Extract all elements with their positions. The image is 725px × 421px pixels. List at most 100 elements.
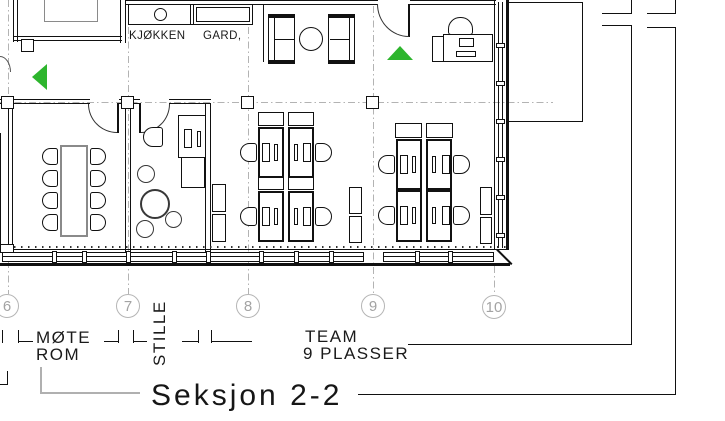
keyboard-icon (456, 51, 476, 57)
wall-segment (494, 0, 496, 250)
extent-tick (133, 330, 135, 343)
cpu-icon (294, 144, 298, 161)
wall-segment-thick (0, 263, 510, 267)
frame-line-inner-bottom (408, 344, 632, 346)
extent-line (133, 341, 147, 343)
monitor-icon (442, 155, 450, 174)
grid-bubble-6: 6 (0, 294, 19, 318)
cpu-icon (412, 207, 416, 224)
wall-segment (169, 99, 211, 104)
kitchen-label: KJØKKEN (129, 30, 186, 42)
wall-segment (602, 13, 632, 15)
sofa-armrest (328, 60, 355, 64)
grid-marker-square (21, 39, 34, 52)
meeting-chair (42, 192, 58, 209)
desk-shelf (395, 123, 422, 138)
window-mullion (126, 251, 131, 263)
cabinet (480, 217, 492, 244)
grid-bubble-7: 7 (116, 294, 140, 318)
wardrobe-cabinet (196, 7, 250, 22)
sofa-back-line (349, 17, 350, 62)
cabinet (212, 214, 226, 242)
desk-chair (378, 155, 395, 174)
sofa-armrest (328, 14, 355, 18)
door-arc (0, 56, 11, 72)
window-mullion (496, 119, 505, 124)
extent-tick (7, 371, 9, 385)
meeting-chair (90, 170, 106, 187)
wall-segment (509, 2, 583, 4)
grid-bubble-8: 8 (236, 294, 260, 318)
cpu-icon (432, 156, 436, 173)
window-mullion (82, 251, 87, 263)
meeting-chair (42, 148, 58, 165)
window-mullion (496, 81, 505, 86)
desk (288, 191, 314, 242)
grid-bubble-10: 10 (482, 295, 506, 319)
door-leaf (139, 103, 141, 133)
sink-icon (154, 8, 167, 21)
desk-shelf (258, 112, 284, 126)
grid-line-7 (128, 27, 129, 294)
frame-line-inner-vertical (631, 25, 633, 345)
grid-line-10 (494, 266, 495, 294)
wall-segment (0, 133, 2, 249)
sofa-cushion-line (330, 39, 349, 40)
extent-tick (118, 330, 120, 343)
monitor-icon (303, 207, 311, 226)
grid-marker-square (121, 96, 134, 109)
window-mullion (496, 43, 505, 48)
grid-marker-square (1, 96, 14, 109)
meeting-room-label-line2: ROM (36, 345, 81, 364)
extent-tick (2, 330, 4, 343)
sofa-armrest (268, 14, 295, 18)
cabinet-block (44, 0, 98, 22)
meeting-chair (90, 214, 106, 231)
stool (136, 220, 154, 238)
cabinet (349, 216, 362, 243)
meeting-chair (90, 192, 106, 209)
door-leaf (117, 103, 119, 133)
sofa-cushion-line (275, 39, 294, 40)
monitor-icon (459, 38, 474, 47)
wall-segment (647, 27, 676, 29)
monitor-icon (400, 155, 408, 174)
wall-segment (0, 249, 509, 250)
window-mullion (172, 251, 177, 263)
wall-segment (509, 121, 583, 123)
monitor-icon (184, 129, 192, 148)
section-title: Seksjon 2-2 (151, 379, 343, 412)
desk-chair (378, 206, 395, 225)
wall-segment (602, 25, 632, 27)
meeting-chair (42, 214, 58, 231)
sofa-armrest (268, 60, 295, 64)
window-mullion (206, 251, 211, 263)
window-tick-row (0, 246, 509, 248)
desk-chair (448, 17, 473, 35)
wall-segment (13, 36, 122, 41)
frame-line-outer-bottom (358, 394, 676, 396)
wardrobe-label: GARD, (203, 30, 242, 42)
wall-segment (647, 13, 676, 15)
grid-marker-square (366, 96, 379, 109)
meeting-chair (42, 170, 58, 187)
desk-shelf (288, 112, 314, 126)
desk (288, 127, 314, 178)
cabinet (212, 184, 226, 212)
wall-segment (13, 0, 18, 42)
desk-chair (453, 206, 470, 225)
wall-segment (582, 2, 584, 122)
cpu-icon (412, 156, 416, 173)
wall-segment (506, 0, 509, 250)
wall-segment (675, 0, 677, 13)
extent-line (0, 384, 8, 386)
meeting-room-label-line1: MØTE (36, 328, 92, 347)
window-mullion (496, 157, 505, 162)
cpu-icon (274, 208, 278, 225)
desk-chair (315, 143, 332, 162)
door-arc (88, 104, 117, 133)
desk-shelf (426, 123, 453, 138)
wall-segment (205, 104, 211, 252)
round-table (140, 189, 170, 219)
